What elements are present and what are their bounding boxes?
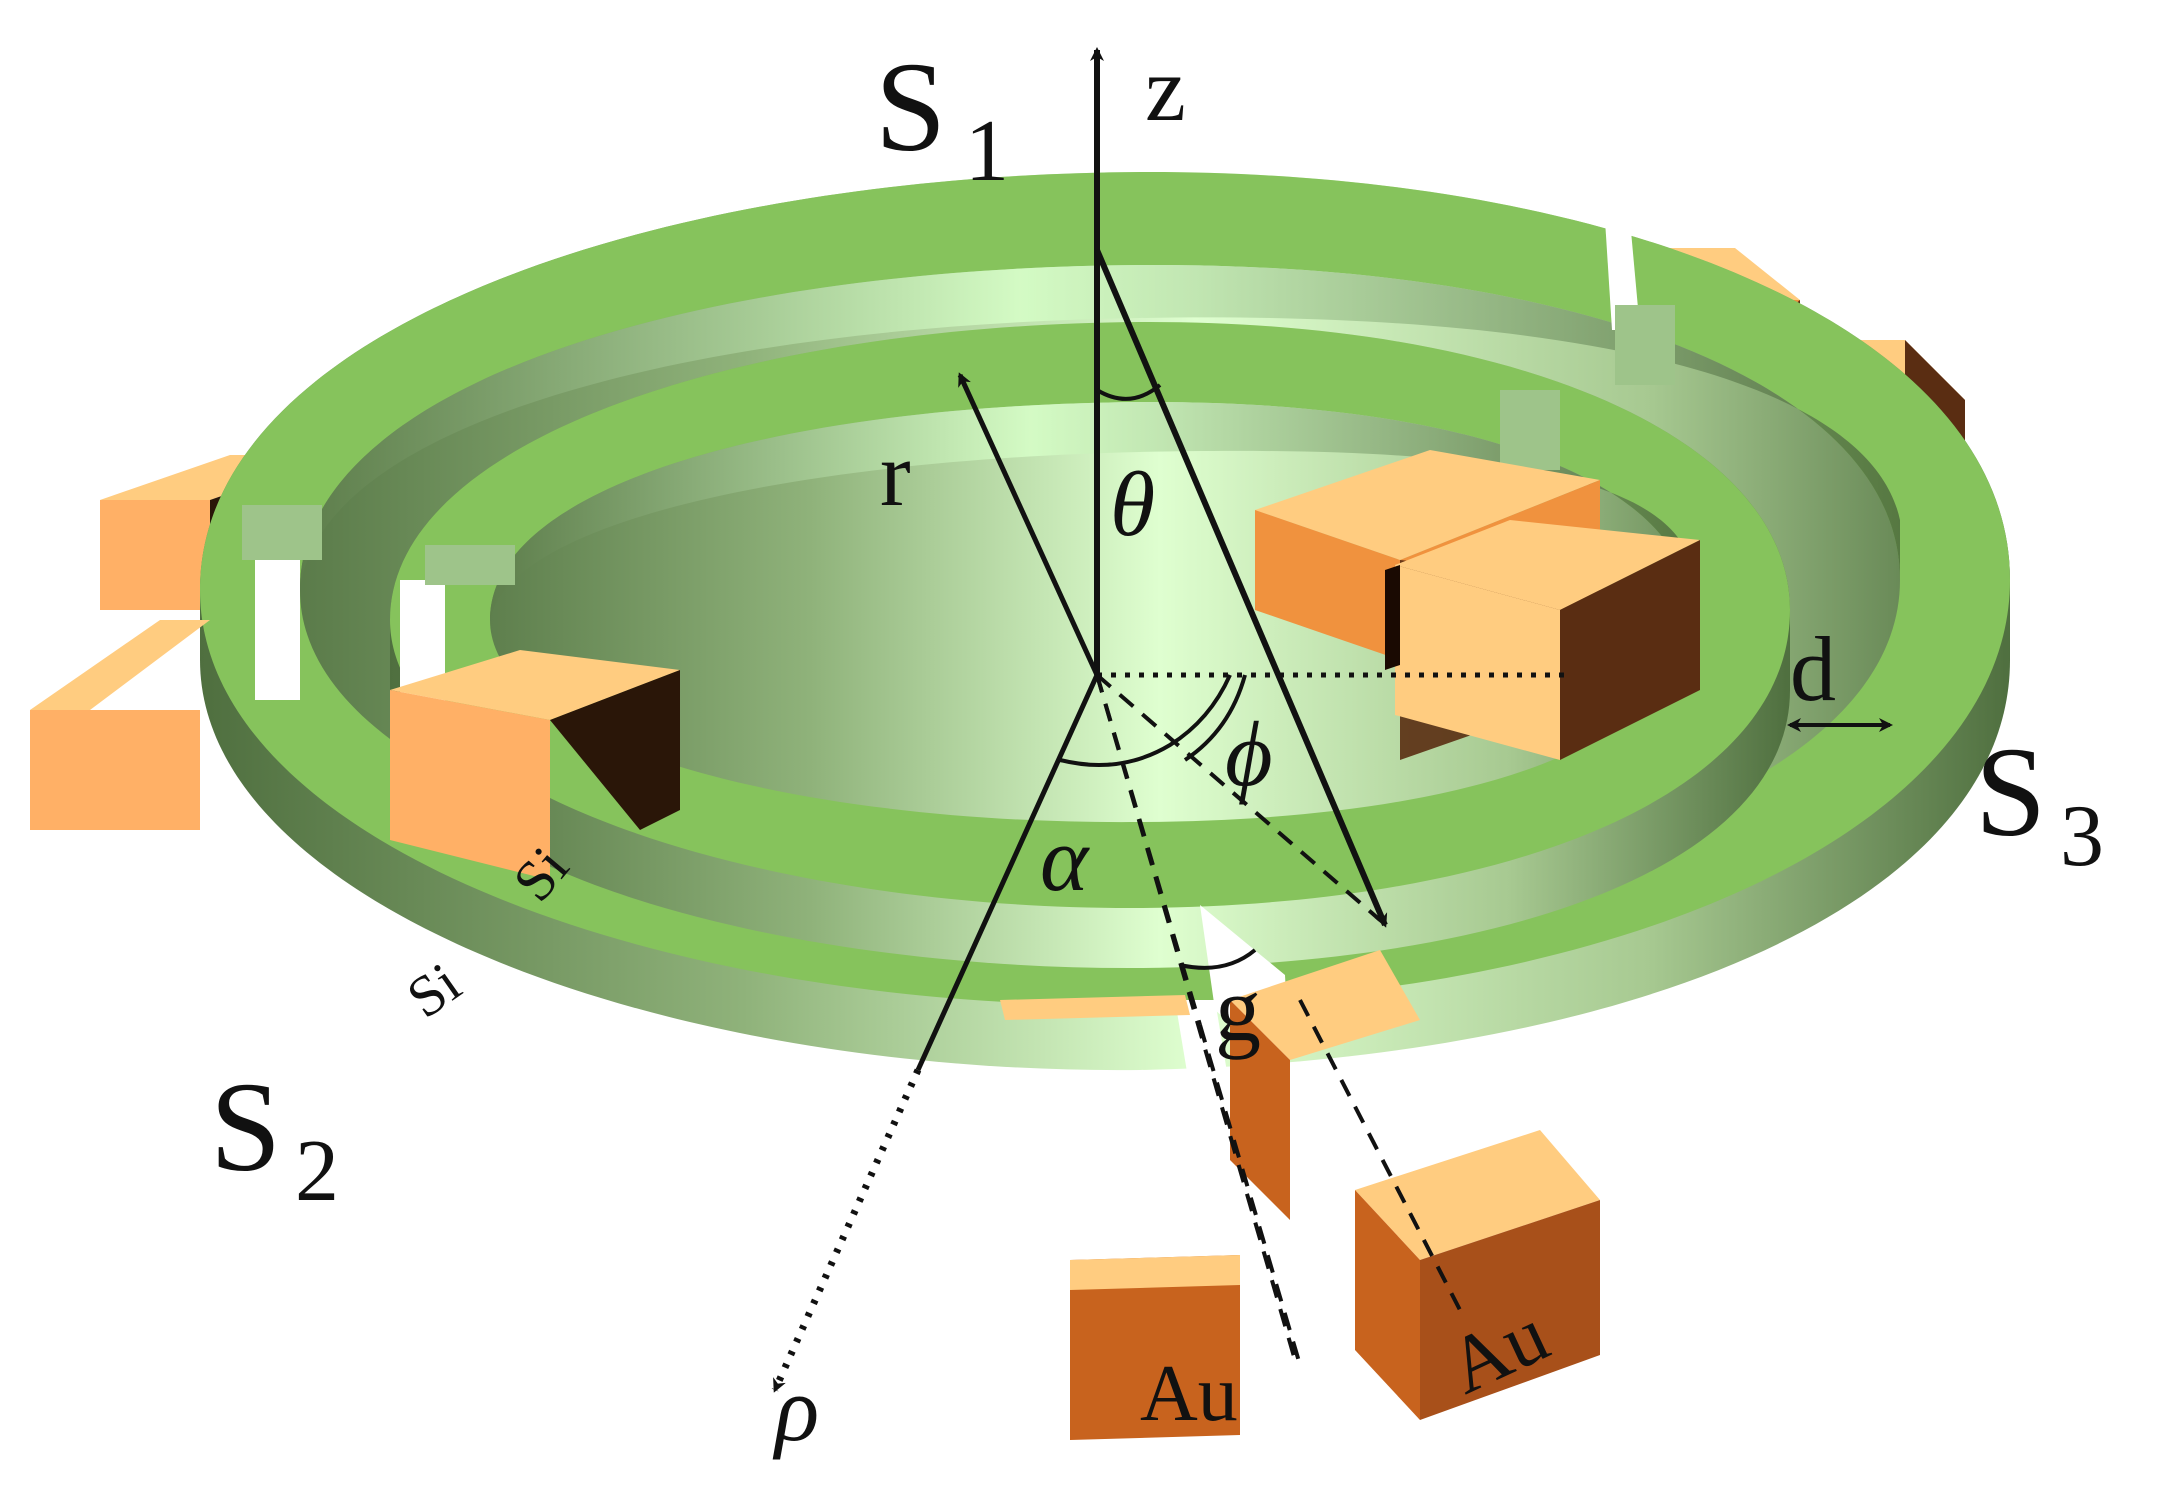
label-rho: ρ	[772, 1358, 819, 1460]
svg-text:3: 3	[2060, 788, 2104, 885]
svg-text:S: S	[1975, 721, 2046, 863]
gold-block-left-inner	[390, 650, 680, 880]
gold-block-left-front	[30, 620, 210, 830]
label-phi: ϕ	[1225, 703, 1273, 805]
alpha-arc	[1059, 674, 1232, 767]
label-z: z	[1145, 38, 1186, 140]
label-alpha: α	[1040, 808, 1090, 910]
phi-ray	[1095, 673, 1382, 922]
gold-block-bottom-left	[1000, 995, 1240, 1440]
g-arc	[1179, 948, 1257, 970]
label-theta: θ	[1110, 453, 1155, 555]
gold-block-right-mid	[1255, 450, 1700, 760]
label-au-left: Au	[1140, 1350, 1238, 1438]
label-s1: S 1	[875, 36, 1009, 200]
theta-arc	[1095, 383, 1162, 401]
label-s2: S 2	[210, 1056, 339, 1220]
phi-arc	[1183, 674, 1247, 762]
svg-text:2: 2	[295, 1123, 339, 1220]
ring-gap-faces	[242, 305, 1675, 585]
theta-vector	[1094, 248, 1388, 928]
label-s3: S 3	[1975, 721, 2104, 885]
svg-text:S: S	[875, 36, 946, 178]
r-vector	[957, 372, 1100, 677]
label-r: r	[880, 423, 911, 525]
label-si-outer: Si	[395, 950, 472, 1031]
label-d: d	[1790, 618, 1836, 720]
axes	[771, 47, 1893, 1393]
svg-text:S: S	[210, 1056, 281, 1198]
label-g: g	[1215, 958, 1261, 1060]
rho-axis-dotted	[771, 1068, 922, 1393]
rho-axis-solid	[915, 673, 1100, 1072]
svg-text:1: 1	[965, 103, 1009, 200]
